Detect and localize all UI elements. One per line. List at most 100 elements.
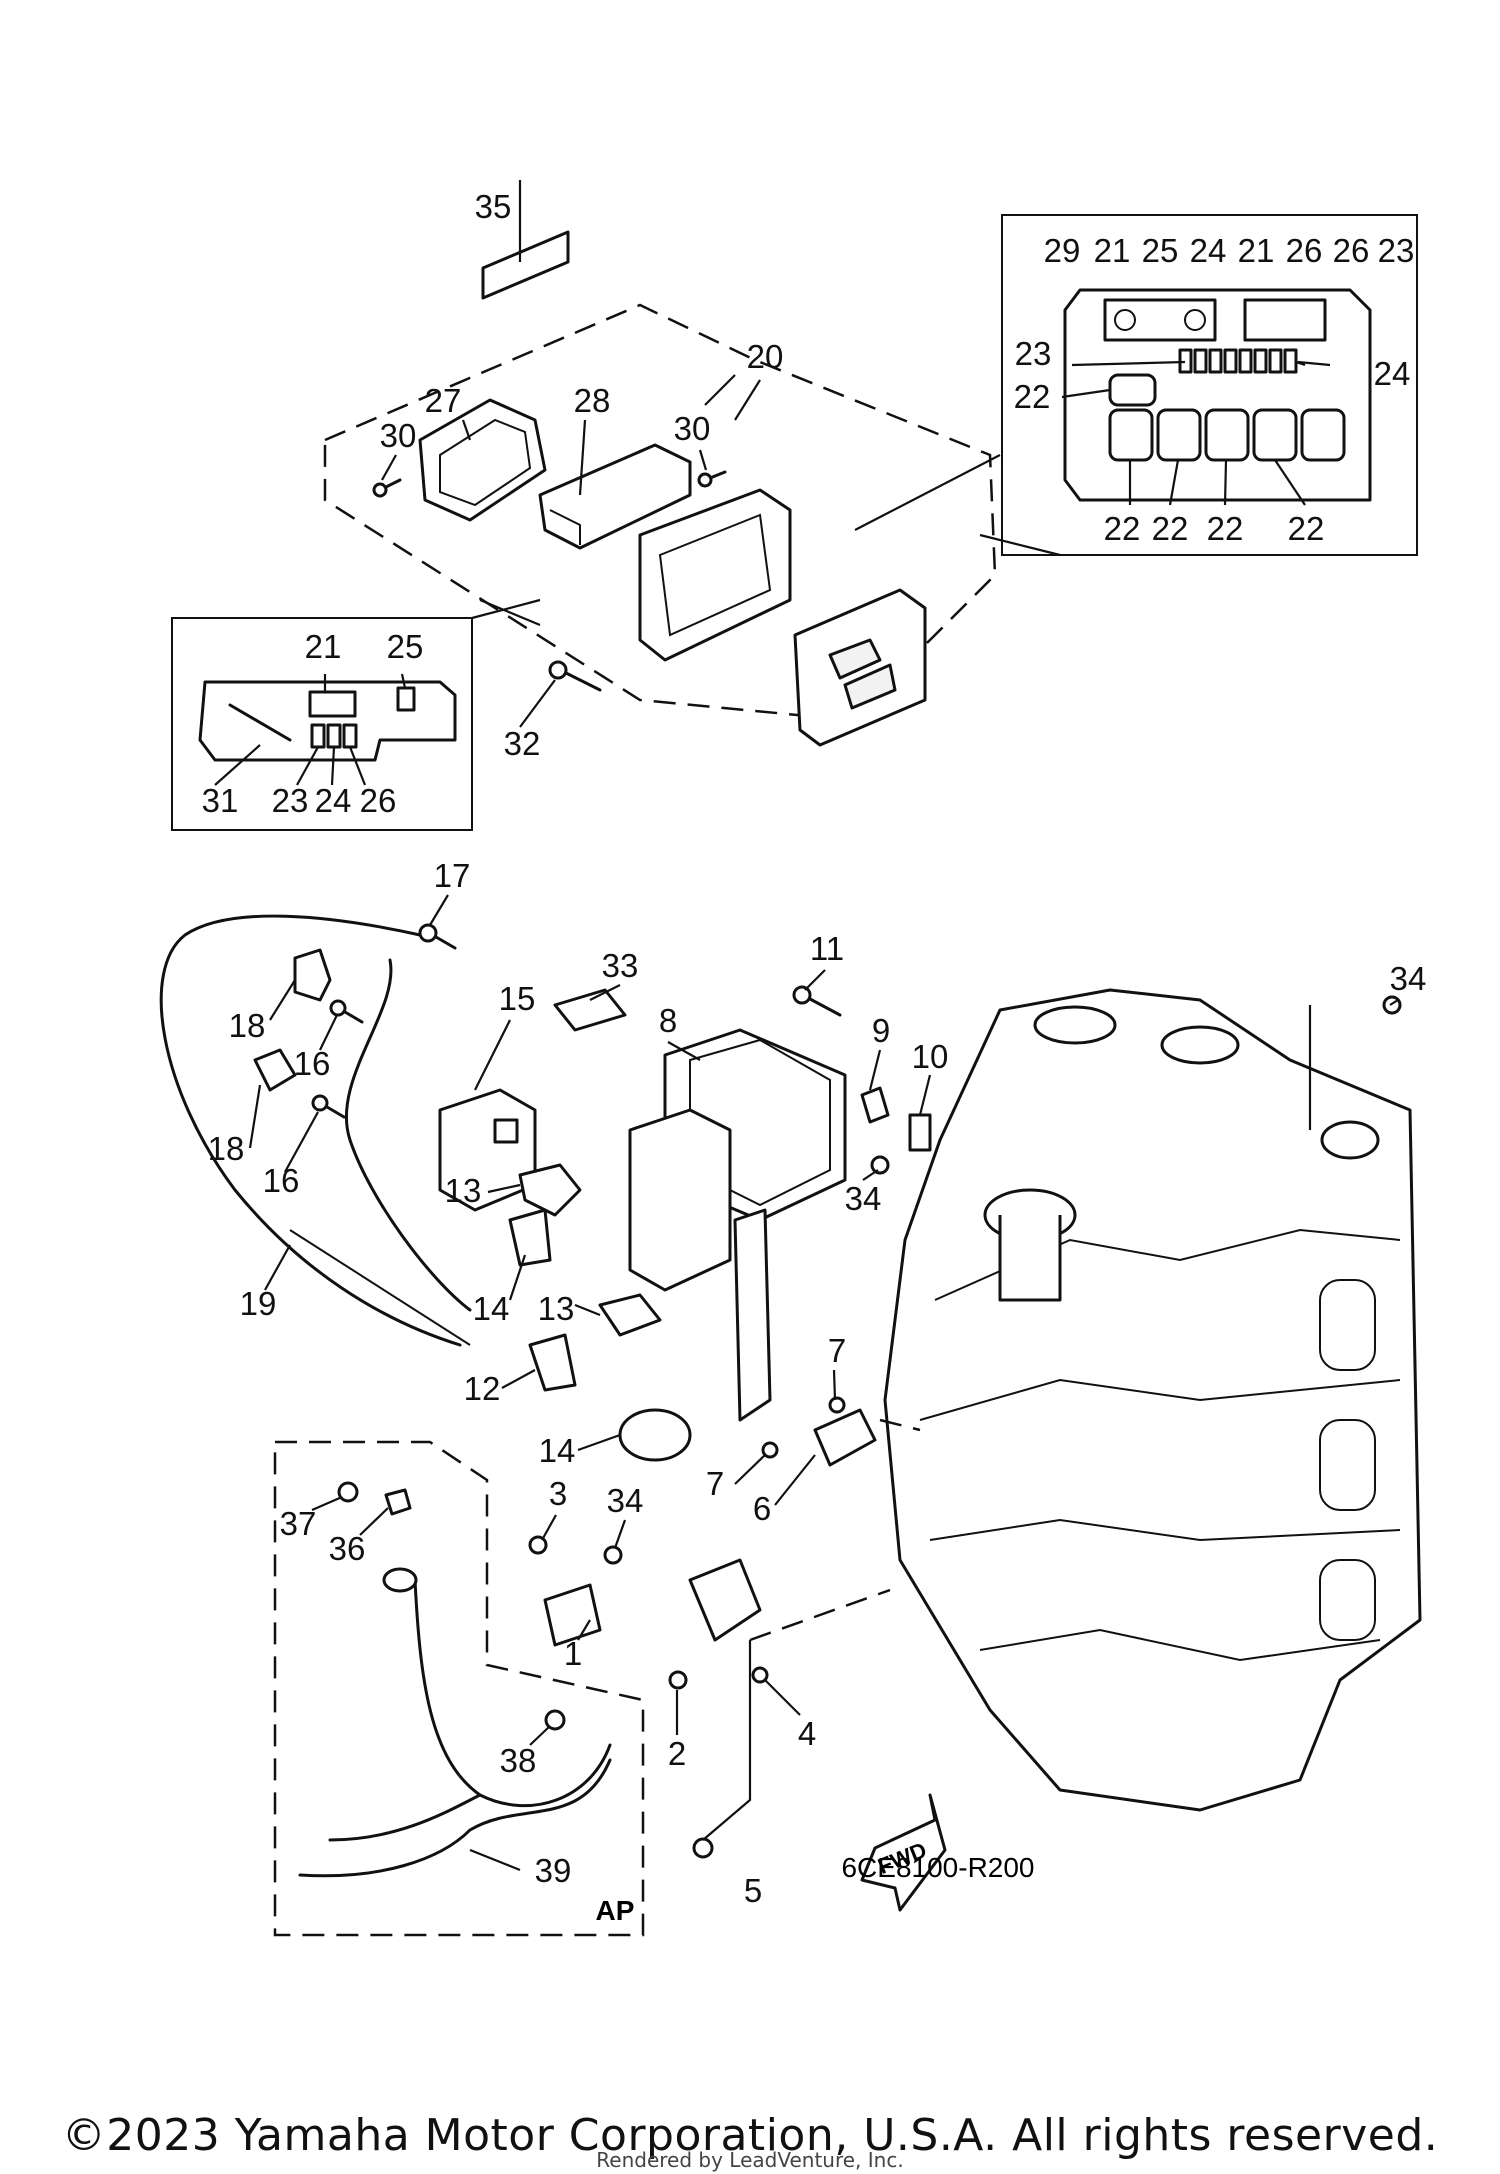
right-detail-frame — [1001, 214, 1418, 556]
clamp-14-upper — [508, 1208, 552, 1267]
callout-38: 38 — [500, 1742, 537, 1779]
callout-13-lower: 13 — [538, 1290, 575, 1327]
bracket-assembly — [159, 914, 1402, 1859]
bracket-arm — [733, 1208, 772, 1422]
callout-29: 29 — [1044, 232, 1081, 269]
callout-22-e: 22 — [1288, 510, 1325, 547]
callout-6: 6 — [753, 1490, 771, 1527]
left-detail-frame — [171, 617, 473, 831]
callout-30-left: 30 — [380, 417, 417, 454]
callout-11: 11 — [810, 930, 844, 967]
ap-group — [273, 1440, 645, 1937]
callout-22-d: 22 — [1207, 510, 1244, 547]
reference-code: 6CE8100-R200 — [841, 1852, 1034, 1883]
callout-23-right-b: 23 — [1015, 335, 1052, 372]
ap-label: AP — [596, 1895, 635, 1926]
clamp-14-lower — [618, 1408, 692, 1462]
callout-28: 28 — [574, 382, 611, 419]
bolt-16-lower — [311, 1094, 329, 1112]
callout-18-lower: 18 — [208, 1130, 245, 1167]
callout-1: 1 — [564, 1635, 582, 1672]
callout-25-right: 25 — [1142, 232, 1179, 269]
callout-8: 8 — [659, 1002, 677, 1039]
label-plate-35 — [481, 230, 570, 300]
callout-27: 27 — [425, 382, 462, 419]
callout-4: 4 — [798, 1715, 816, 1752]
left-detail-board — [198, 680, 457, 762]
callout-25-left: 25 — [387, 628, 424, 665]
callout-16-lower: 16 — [263, 1162, 300, 1199]
ecu-assembly-group — [323, 180, 1001, 747]
callout-24-right-a: 24 — [1190, 232, 1227, 269]
ecu-dashed-outline — [323, 303, 997, 722]
callout-7-lower: 7 — [706, 1465, 724, 1502]
collar-10 — [908, 1113, 932, 1152]
ecu-body — [638, 488, 792, 662]
callout-36: 36 — [329, 1530, 366, 1567]
callout-26-right-b: 26 — [1333, 232, 1370, 269]
callout-9: 9 — [872, 1012, 890, 1049]
bolt-34-lower — [603, 1545, 623, 1565]
bolt-7-upper — [828, 1396, 846, 1414]
gasket-27 — [418, 398, 547, 522]
bolt-11 — [792, 985, 812, 1005]
callout-21-right-b: 21 — [1238, 232, 1275, 269]
callout-23-left: 23 — [272, 782, 309, 819]
bolt-3 — [528, 1535, 548, 1555]
callout-31: 31 — [202, 782, 239, 819]
bolt-34-middle — [870, 1155, 890, 1175]
callout-2: 2 — [668, 1735, 686, 1772]
callout-34-lower: 34 — [607, 1482, 644, 1519]
wire-harness-19 — [159, 914, 462, 1347]
collar-4 — [751, 1666, 769, 1684]
callout-12: 12 — [464, 1370, 501, 1407]
callout-leaders — [248, 374, 1399, 1746]
callout-26-left: 26 — [360, 782, 397, 819]
callout-34-middle: 34 — [845, 1180, 882, 1217]
callout-26-right-a: 26 — [1286, 232, 1323, 269]
callout-32: 32 — [504, 725, 541, 762]
callout-16-upper: 16 — [294, 1045, 331, 1082]
callout-34-right: 34 — [1390, 960, 1427, 997]
clamp-13-upper — [518, 1163, 582, 1217]
bolt-37 — [337, 1481, 359, 1503]
bolt-7-lower — [761, 1441, 779, 1459]
callout-22-a: 22 — [1014, 378, 1051, 415]
callout-14-lower: 14 — [539, 1432, 576, 1469]
callout-15: 15 — [499, 980, 536, 1017]
engine-block — [749, 988, 1422, 1812]
callout-7-upper: 7 — [828, 1332, 846, 1369]
callout-30-right: 30 — [674, 410, 711, 447]
copyright-notice: ©2023 Yamaha Motor Corporation, U.S.A. A… — [61, 2110, 1439, 2161]
fwd-arrow: FWD — [860, 1793, 947, 1912]
relay-1 — [688, 1558, 762, 1642]
callout-labels: 35 20 27 28 30 30 32 21 25 31 23 24 26 2… — [202, 188, 1427, 1909]
callout-18-upper: 18 — [229, 1007, 266, 1044]
grommet-33 — [553, 988, 627, 1032]
ap-dashed-outline — [273, 1440, 645, 1937]
crankshaft-shaft — [998, 1215, 1062, 1302]
callout-21-left: 21 — [305, 628, 342, 665]
callout-10: 10 — [912, 1038, 949, 1075]
bracket-6 — [813, 1408, 877, 1467]
callout-39: 39 — [535, 1852, 572, 1889]
bolt-38 — [544, 1709, 566, 1731]
callout-24-right-b: 24 — [1374, 355, 1411, 392]
callout-22-c: 22 — [1152, 510, 1189, 547]
clamp-13-lower — [598, 1293, 662, 1337]
callout-14-upper: 14 — [473, 1290, 510, 1327]
connector-28 — [538, 443, 692, 550]
clamp-12 — [528, 1333, 577, 1392]
left-detail-box — [171, 598, 541, 831]
bolt-16-upper — [329, 999, 347, 1017]
callout-20: 20 — [747, 338, 784, 375]
callout-37: 37 — [280, 1505, 317, 1542]
callout-19: 19 — [240, 1285, 277, 1322]
cylinder-block — [883, 988, 1422, 1812]
callout-5: 5 — [744, 1872, 762, 1909]
bolt-17 — [418, 923, 438, 943]
callout-33: 33 — [602, 947, 639, 984]
bolt-2 — [668, 1670, 688, 1690]
callout-35: 35 — [475, 188, 512, 225]
rendered-by-note: Rendered by LeadVenture, Inc. — [596, 2148, 904, 2172]
